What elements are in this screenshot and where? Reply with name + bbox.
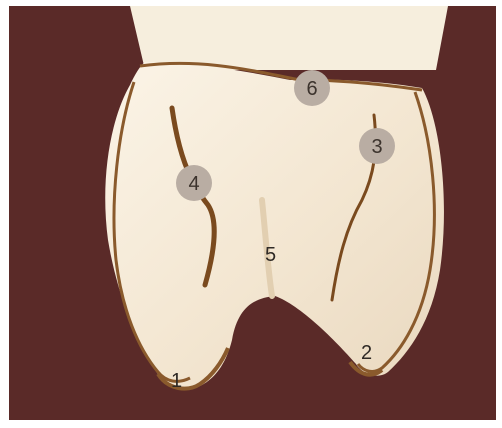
label-5: 5 [265,244,276,266]
label-2: 2 [361,342,372,364]
badge-6-text: 6 [306,78,317,100]
label-1: 1 [171,370,182,392]
badge-4-text: 4 [188,173,199,195]
badge-3-text: 3 [371,136,382,158]
tooth-root [130,6,448,70]
